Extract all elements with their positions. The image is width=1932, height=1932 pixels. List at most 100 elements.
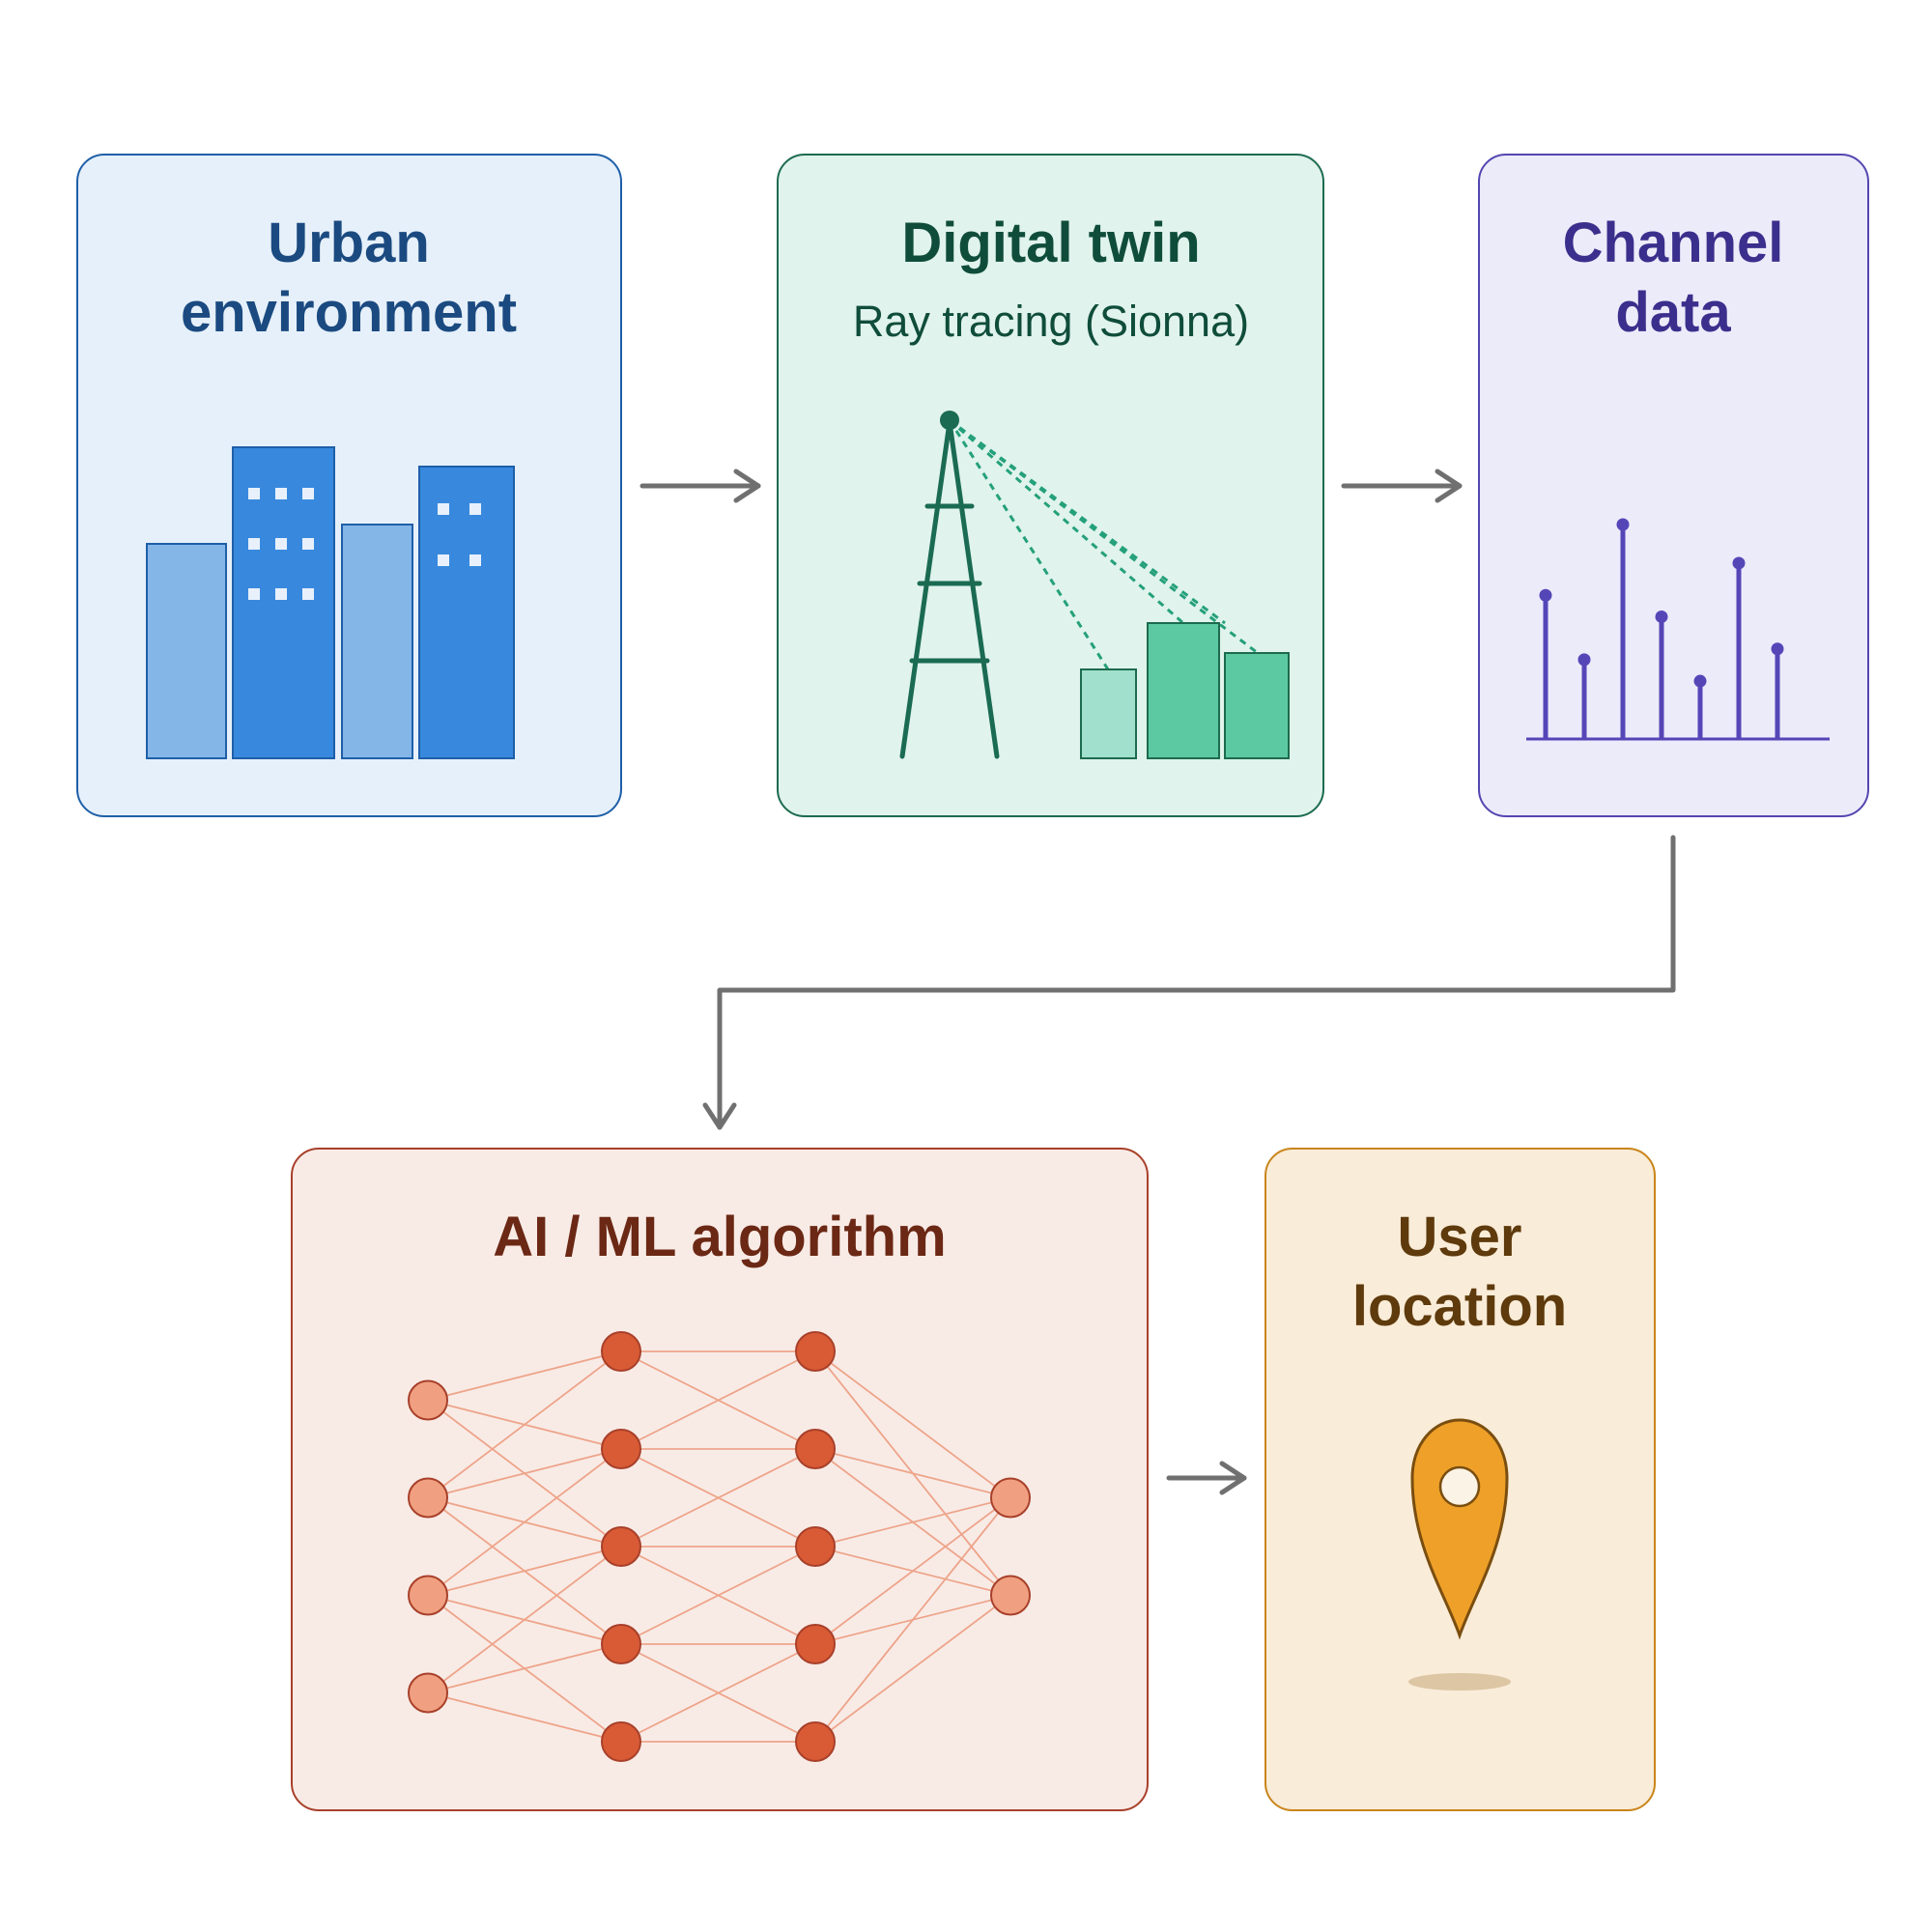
nn-edge-l1-4-4 (427, 1643, 622, 1694)
window-6 (302, 538, 314, 550)
arrow-urban-to-twin (639, 469, 761, 503)
twin-building-1 (1080, 668, 1137, 759)
window-1 (248, 488, 260, 499)
window-2 (275, 488, 287, 499)
window-9 (302, 588, 314, 600)
arrow-ai-to-user (1166, 1461, 1247, 1495)
nn-edge-l1-3-3 (427, 1546, 622, 1597)
channel-tap-dot-4 (1655, 610, 1668, 623)
nn-node-l1-1 (408, 1379, 448, 1421)
tower-leg-left (899, 419, 952, 759)
nn-node-l3-5 (795, 1721, 836, 1762)
nn-node-l2-3 (601, 1526, 641, 1567)
ray-lines (948, 418, 1259, 670)
pin-shadow (1408, 1673, 1511, 1690)
nn-node-l3-2 (795, 1429, 836, 1469)
arrow-urban-to-twin-head (733, 469, 761, 503)
channel-impulse-response-icon (1526, 518, 1830, 741)
nn-edge-l2-5-4 (620, 1643, 816, 1743)
pin-body (1410, 1418, 1509, 1640)
neural-network-icon (408, 1331, 1031, 1762)
channel-tap-dot-1 (1539, 588, 1552, 602)
flow-arrows (639, 469, 1676, 1495)
arrow-channel-to-ai-shaft (717, 835, 1676, 1130)
radio-tower-ray-tracing-icon (899, 411, 1290, 759)
nn-edge-l1-4-3 (427, 1546, 622, 1694)
arrow-channel-to-ai-head (702, 1102, 737, 1130)
nn-node-l4-1 (990, 1477, 1031, 1519)
channel-data-box: Channel data (1478, 154, 1869, 817)
nn-node-l1-4 (408, 1672, 448, 1714)
nn-edge-l3-5-2 (814, 1594, 1011, 1743)
ray-4 (949, 418, 1259, 655)
channel-taps (1539, 518, 1784, 739)
window-4 (248, 538, 260, 550)
ai-box-title: AI / ML algorithm (493, 1206, 946, 1268)
location-pin-icon (1408, 1418, 1511, 1690)
twin-building-2 (1147, 622, 1220, 759)
building-windows (248, 488, 481, 600)
building-1 (146, 543, 227, 759)
building-4 (418, 466, 515, 759)
nn-edge-l2-2-1 (620, 1350, 816, 1450)
window-12 (438, 554, 449, 566)
nn-edge-l3-2-1 (814, 1448, 1011, 1499)
ai-box-background (291, 1148, 1149, 1811)
urban-environment-box: Urban environment (76, 154, 622, 817)
ai-ml-algorithm-box: AI / ML algorithm (291, 1148, 1149, 1811)
nn-node-l1-3 (408, 1575, 448, 1616)
user-box-title-line-2: location (1352, 1275, 1567, 1338)
window-10 (438, 503, 449, 515)
nn-node-l2-5 (601, 1721, 641, 1762)
tower-structure (899, 419, 1000, 759)
city-buildings-icon (146, 446, 515, 759)
nn-node-l1-2 (408, 1477, 448, 1519)
urban-box-title-line-2: environment (181, 281, 517, 344)
nn-node-l2-4 (601, 1624, 641, 1664)
arrow-twin-to-channel-head (1435, 469, 1463, 503)
window-8 (275, 588, 287, 600)
nn-node-l3-4 (795, 1624, 836, 1664)
channel-tap-dot-5 (1693, 674, 1707, 688)
digital-twin-box: Digital twin Ray tracing (Sionna) (777, 154, 1324, 817)
arrow-channel-to-ai (702, 835, 1676, 1130)
channel-tap-dot-6 (1732, 556, 1746, 570)
nn-node-l2-1 (601, 1331, 641, 1372)
channel-box-background (1478, 154, 1869, 817)
twin-building-3 (1224, 652, 1290, 759)
nn-edge-l1-3-2 (427, 1448, 622, 1597)
channel-tap-dot-7 (1771, 642, 1784, 656)
arrow-ai-to-user-head (1219, 1461, 1247, 1495)
nn-edge-l2-4-3 (620, 1546, 816, 1645)
nn-node-l4-2 (990, 1575, 1031, 1616)
window-11 (469, 503, 481, 515)
ray-2 (949, 418, 1184, 625)
nn-edge-l3-1-1 (814, 1350, 1011, 1499)
window-7 (248, 588, 260, 600)
nn-edges (427, 1350, 1011, 1743)
window-5 (275, 538, 287, 550)
nn-edge-l2-3-2 (620, 1448, 816, 1548)
user-location-box: User location (1264, 1148, 1656, 1811)
twin-box-title: Digital twin (901, 212, 1200, 274)
nn-edge-l3-4-1 (814, 1496, 1011, 1645)
antenna-dot (940, 411, 959, 430)
nn-edge-l1-1-1 (427, 1350, 622, 1402)
nn-node-l3-1 (795, 1331, 836, 1372)
nn-node-l2-2 (601, 1429, 641, 1469)
channel-tap-dot-2 (1577, 653, 1591, 667)
nn-edge-l1-2-1 (427, 1350, 622, 1499)
nn-edge-l1-2-2 (427, 1448, 622, 1499)
window-13 (469, 554, 481, 566)
user-box-title-line-1: User (1398, 1206, 1522, 1268)
channel-box-title-line-1: Channel (1563, 212, 1784, 274)
channel-box-title-line-2: data (1615, 281, 1731, 344)
channel-tap-dot-3 (1616, 518, 1630, 531)
nn-edge-l3-3-1 (814, 1496, 1011, 1548)
pin-hole (1438, 1465, 1481, 1508)
twin-box-subtitle: Ray tracing (Sionna) (853, 297, 1249, 346)
nn-nodes (408, 1331, 1031, 1762)
arrow-twin-to-channel (1341, 469, 1463, 503)
window-3 (302, 488, 314, 499)
